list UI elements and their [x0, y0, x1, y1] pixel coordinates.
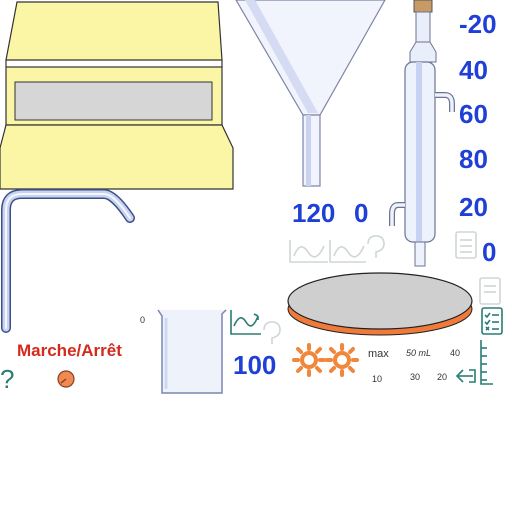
flow-readout-value: 120 — [292, 198, 336, 228]
cylinder-mark: 40 — [450, 348, 461, 358]
cylinder-mark: 10 — [372, 374, 383, 384]
funnel — [235, 0, 386, 187]
heating-device — [0, 1, 234, 190]
condenser — [389, 0, 455, 267]
scale-value: 80 — [459, 144, 488, 174]
graph-icon[interactable] — [228, 308, 264, 338]
gears-icon[interactable] — [292, 343, 362, 377]
cylinder-volume-label: 50 mL — [406, 348, 432, 358]
flow-readout-zero: 0 — [354, 198, 369, 228]
checklist-icon[interactable] — [480, 306, 504, 336]
beaker-zero-label: 0 — [140, 315, 146, 325]
faint-decor — [263, 231, 501, 344]
scale-value: 60 — [459, 99, 488, 129]
question-mark-icon[interactable]: ? — [0, 364, 15, 394]
beaker — [157, 309, 227, 394]
rotary-knob-icon[interactable] — [56, 369, 76, 389]
scale-value: 20 — [459, 192, 488, 222]
scale-value: 40 — [459, 55, 488, 85]
scale-value: -20 — [459, 9, 497, 39]
cylinder-mark: 30 — [410, 372, 421, 382]
power-toggle-label[interactable]: Marche/Arrêt — [17, 341, 122, 360]
cylinder-mark: 20 — [437, 372, 448, 382]
glass-tube — [1, 189, 135, 333]
max-label: max — [368, 348, 389, 360]
speed-readout: 100 — [233, 350, 277, 380]
hot-plate — [287, 272, 473, 336]
scale-value: 0 — [482, 237, 497, 267]
exit-icon[interactable] — [455, 338, 495, 388]
